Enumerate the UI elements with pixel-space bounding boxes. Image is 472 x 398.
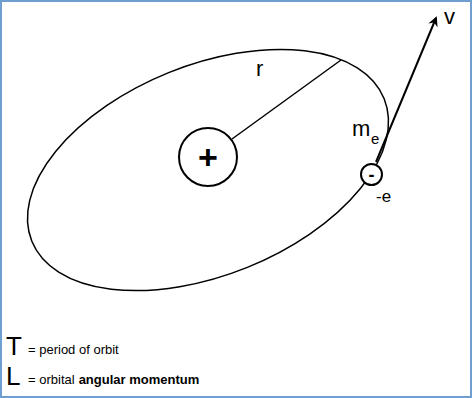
orbit-ellipse [0, 1, 423, 338]
legend-note: = period of orbit [28, 343, 119, 356]
charge-sign: + [198, 140, 218, 174]
legend-note: = orbital [28, 373, 75, 386]
legend-note-bold: angular momentum [79, 373, 200, 386]
radius-line [232, 60, 341, 139]
radius-label: r [256, 58, 263, 80]
symbol-label: T [6, 333, 22, 359]
charge-sign: - [369, 166, 375, 184]
velocity-arrow [376, 18, 436, 162]
velocity-label: v [444, 6, 455, 28]
mass-subscript: e [371, 131, 379, 146]
charge-label: -e [376, 188, 391, 205]
symbol-label: L [6, 363, 20, 389]
nucleus-circle: + [178, 127, 238, 187]
electron-circle: - [360, 163, 383, 186]
mass-label: m [352, 118, 370, 140]
